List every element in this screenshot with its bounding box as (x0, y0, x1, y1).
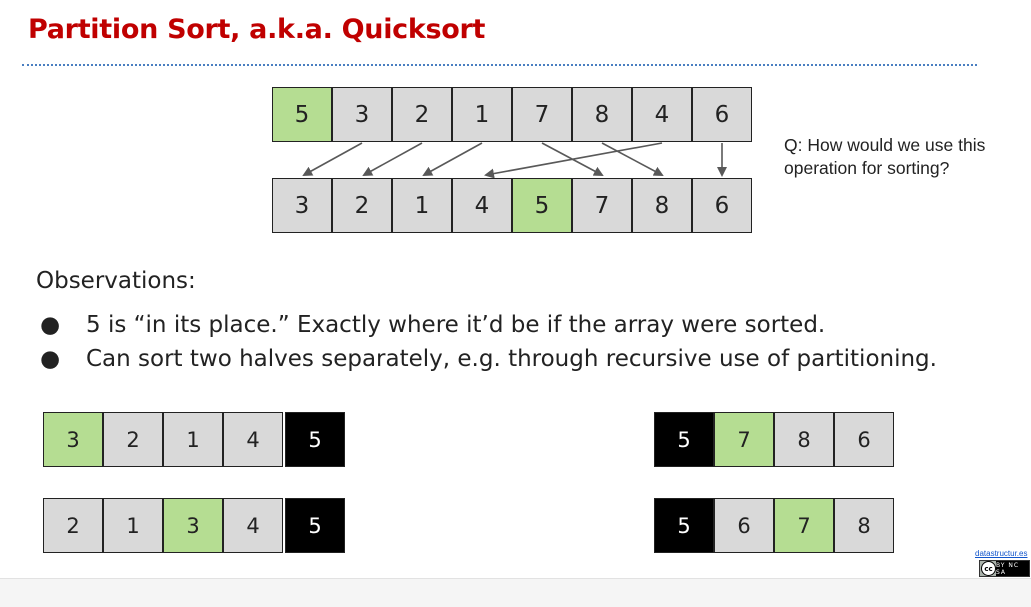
array-cell: 2 (103, 412, 163, 467)
arrow (541, 142, 604, 176)
cc-icon: cc (981, 561, 996, 576)
array-cell: 8 (572, 87, 632, 142)
arrow (362, 142, 423, 176)
array-cell: 3 (332, 87, 392, 142)
array-cell: 4 (632, 87, 692, 142)
title-divider (22, 64, 977, 66)
bullet-icon: ● (40, 346, 61, 372)
array-cell: 1 (452, 87, 512, 142)
list-item: ● 5 is “in its place.” Exactly where it’d… (40, 308, 937, 342)
array-cell: 8 (834, 498, 894, 553)
question-text: Q: How would we use this operation for s… (784, 135, 986, 178)
array-cell: 6 (692, 178, 752, 233)
arrow (484, 142, 663, 179)
license-badge-text: BY NC SA (996, 561, 1029, 576)
observation-text: Can sort two halves separately, e.g. thr… (86, 346, 937, 372)
array-cell: 6 (834, 412, 894, 467)
credit-link[interactable]: datastructur.es (975, 549, 1028, 558)
array-cell: 8 (774, 412, 834, 467)
footer-bar (0, 578, 1031, 607)
array-cell: 2 (43, 498, 103, 553)
array-cell: 4 (452, 178, 512, 233)
observation-text: 5 is “in its place.” Exactly where it’d … (86, 312, 826, 338)
array-cell: 2 (392, 87, 452, 142)
array-cell: 5 (654, 412, 714, 467)
list-item: ● Can sort two halves separately, e.g. th… (40, 342, 937, 376)
array-cell: 2 (332, 178, 392, 233)
arrow (601, 142, 664, 176)
array-cell: 5 (272, 87, 332, 142)
array-cell: 7 (774, 498, 834, 553)
array-cell: 8 (632, 178, 692, 233)
slide-title: Partition Sort, a.k.a. Quicksort (28, 14, 486, 45)
arrow (422, 142, 483, 176)
array-cell: 1 (392, 178, 452, 233)
arrow (302, 142, 363, 176)
license-badge-icon: cc BY NC SA (979, 560, 1030, 577)
observations-list: ● 5 is “in its place.” Exactly where it’d… (40, 308, 937, 376)
array-cell: 4 (223, 412, 283, 467)
array-cell: 7 (714, 412, 774, 467)
array-cell: 5 (285, 498, 345, 553)
array-cell: 5 (654, 498, 714, 553)
array-cell: 3 (272, 178, 332, 233)
array-cell: 1 (163, 412, 223, 467)
array-cell: 6 (692, 87, 752, 142)
array-cell: 6 (714, 498, 774, 553)
array-cell: 1 (103, 498, 163, 553)
array-cell: 3 (163, 498, 223, 553)
array-cell: 3 (43, 412, 103, 467)
array-cell: 5 (512, 178, 572, 233)
array-cell: 4 (223, 498, 283, 553)
array-cell: 7 (572, 178, 632, 233)
array-cell: 7 (512, 87, 572, 142)
array-cell: 5 (285, 412, 345, 467)
observations-heading: Observations: (36, 268, 196, 294)
bullet-icon: ● (40, 312, 61, 338)
